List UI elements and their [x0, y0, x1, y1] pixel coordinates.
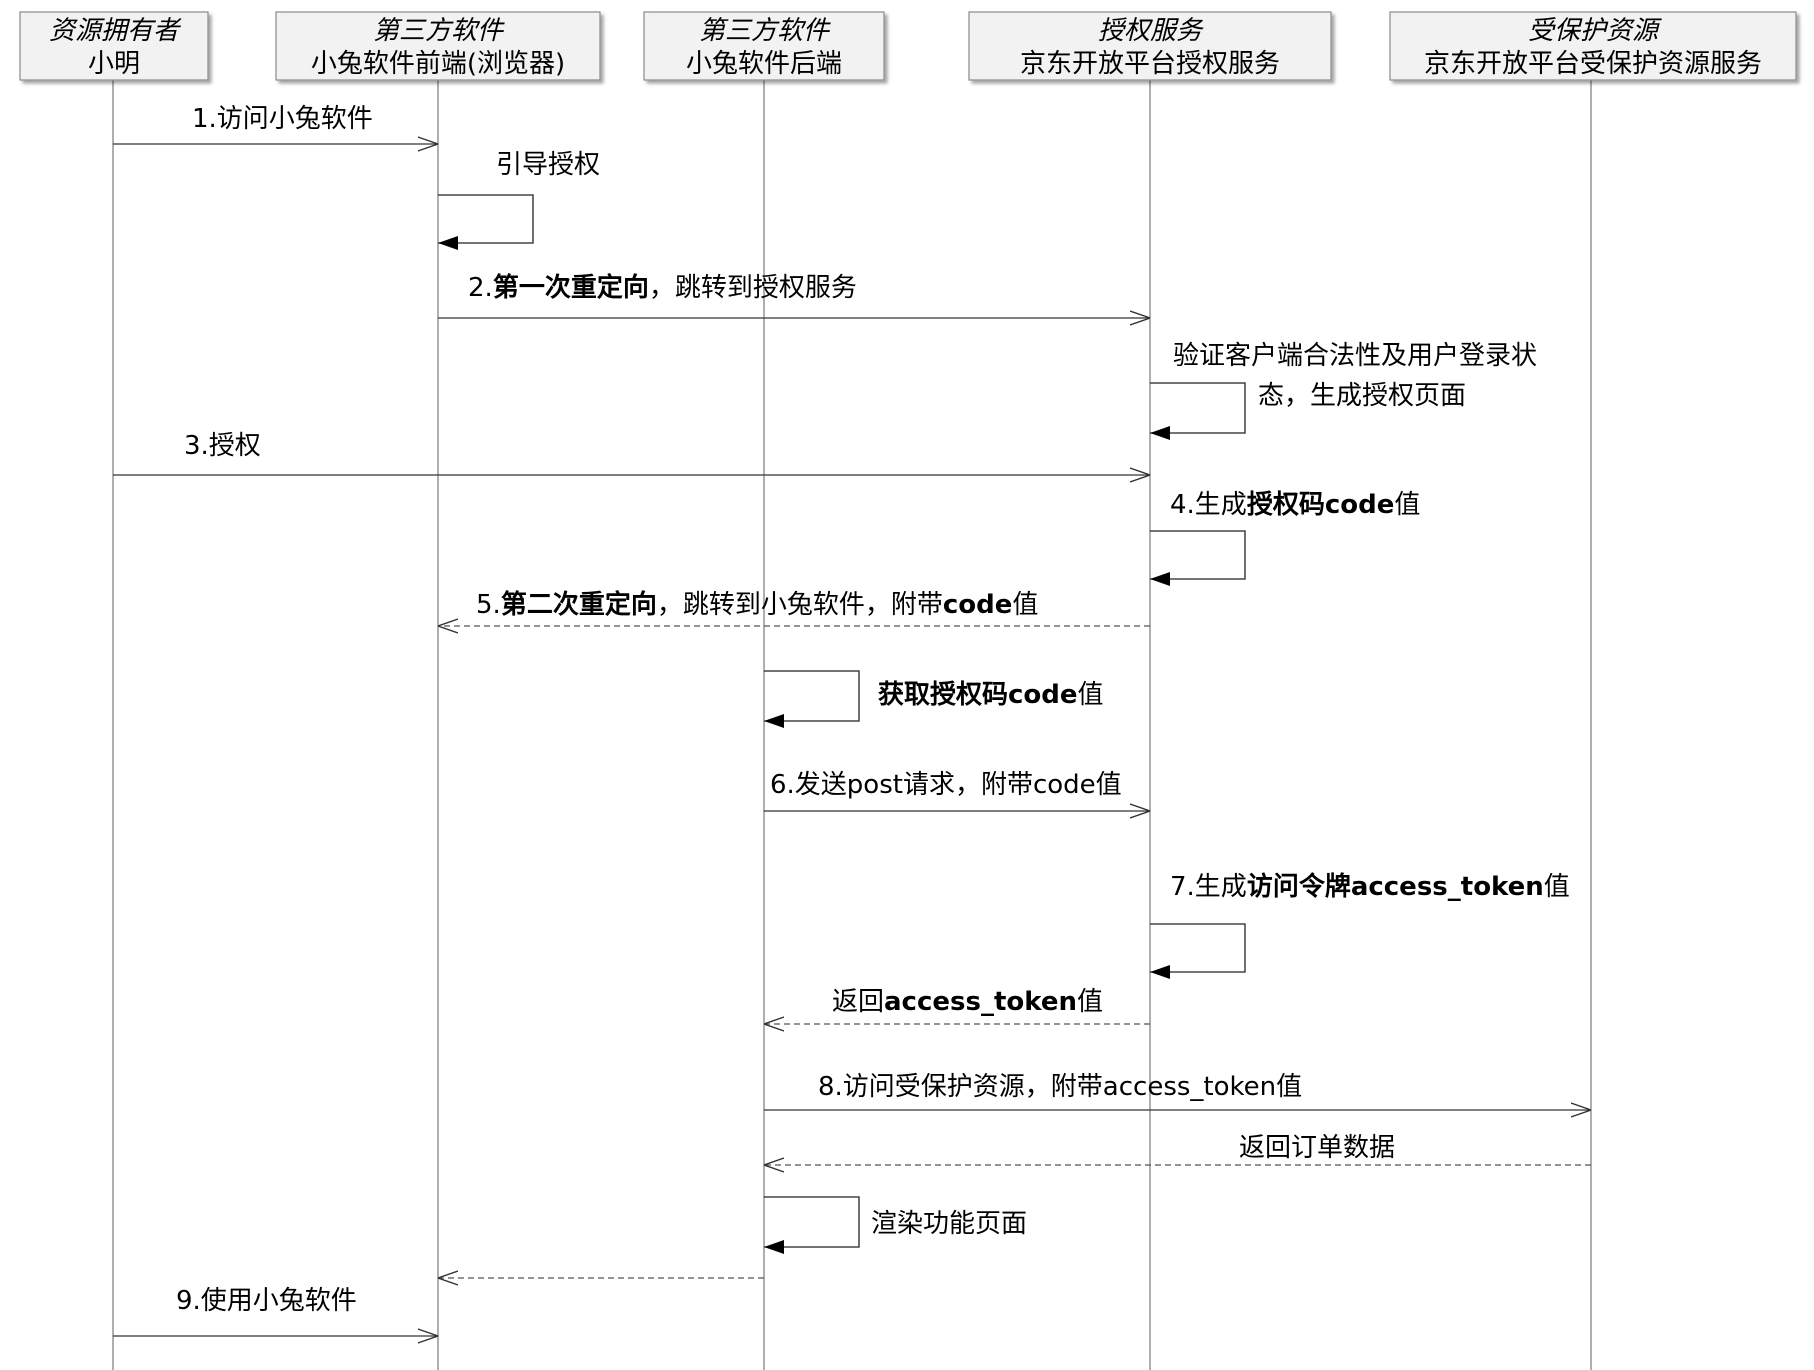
label-part: 值 [1012, 590, 1038, 620]
label-bold-part: 访问令牌access_token [1247, 871, 1544, 902]
label-part: 值 [1077, 987, 1103, 1017]
message-label: 引导授权 [496, 150, 600, 180]
message-label: 渲染功能页面 [871, 1209, 1027, 1239]
message-14: 渲染功能页面 [764, 1196, 1027, 1254]
message-8: 获取授权码code值 [764, 670, 1104, 728]
self-message-arrow [764, 1196, 860, 1254]
label-part: 返回 [832, 987, 884, 1017]
message-label: 4.生成授权码code值 [1170, 490, 1420, 520]
label-part: 3.授权 [184, 431, 261, 461]
message-label: 8.访问受保护资源，附带access_token值 [818, 1072, 1302, 1102]
participant-role: 受保护资源 [1528, 16, 1662, 46]
label-part: 8.访问受保护资源，附带access_token值 [818, 1072, 1302, 1102]
label-bold-part: 获取授权码code [878, 680, 1078, 710]
message-label: 5.第二次重定向，跳转到小兔软件，附带code值 [476, 589, 1038, 620]
participant-box [19, 11, 209, 81]
message-label: 9.使用小兔软件 [176, 1286, 357, 1316]
label-part: 4.生成 [1170, 490, 1247, 520]
message-13: 返回订单数据 [764, 1133, 1591, 1165]
label-part: 值 [1394, 490, 1420, 520]
self-message-arrow [1150, 923, 1246, 979]
message-label: 2.第一次重定向，跳转到授权服务 [468, 272, 857, 303]
message-label-line: 态，生成授权页面 [1258, 381, 1466, 411]
message-7: 5.第二次重定向，跳转到小兔软件，附带code值 [438, 589, 1150, 626]
message-6: 4.生成授权码code值 [1150, 490, 1420, 586]
label-part: 渲染功能页面 [871, 1209, 1027, 1239]
label-part: 值 [1078, 680, 1104, 710]
message-12: 8.访问受保护资源，附带access_token值 [764, 1072, 1591, 1110]
label-bold-part: 授权码code [1247, 490, 1395, 520]
label-part: ，跳转到授权服务 [649, 273, 857, 303]
label-part: ，跳转到小兔软件，附带 [657, 590, 943, 620]
participant-box [643, 11, 885, 81]
participant-name: 京东开放平台授权服务 [1020, 49, 1280, 79]
participant-role: 授权服务 [1098, 16, 1204, 46]
self-message-arrow [1150, 382, 1246, 440]
participant-name: 京东开放平台受保护资源服务 [1424, 49, 1762, 79]
message-10: 7.生成访问令牌access_token值 [1150, 871, 1570, 979]
label-part: 6.发送post请求，附带code值 [770, 770, 1122, 800]
participant-name: 小兔软件前端(浏览器) [311, 49, 565, 79]
message-16: 9.使用小兔软件 [113, 1286, 438, 1336]
message-5: 3.授权 [113, 431, 1150, 475]
label-part: 5. [476, 590, 501, 620]
message-label: 3.授权 [184, 431, 261, 461]
message-label: 返回订单数据 [1239, 1133, 1395, 1163]
label-bold-part: 第二次重定向 [501, 589, 657, 620]
label-part: 2. [468, 273, 493, 303]
message-3: 2.第一次重定向，跳转到授权服务 [438, 272, 1150, 318]
label-part: 7.生成 [1170, 872, 1247, 902]
message-label: 6.发送post请求，附带code值 [770, 770, 1122, 800]
message-label: 获取授权码code值 [878, 680, 1104, 710]
message-11: 返回access_token值 [764, 987, 1150, 1024]
message-9: 6.发送post请求，附带code值 [764, 770, 1150, 811]
participant-box [1389, 11, 1797, 81]
participant-box [275, 11, 601, 81]
participant-name: 小兔软件后端 [686, 49, 842, 79]
label-part: 9.使用小兔软件 [176, 1286, 357, 1316]
self-message-arrow [764, 670, 860, 728]
message-label: 7.生成访问令牌access_token值 [1170, 871, 1570, 902]
participant-headers: 资源拥有者小明第三方软件小兔软件前端(浏览器)第三方软件小兔软件后端授权服务京东… [19, 11, 1797, 81]
participant-role: 第三方软件 [699, 16, 831, 46]
label-bold-part: code [943, 590, 1013, 620]
label-bold-part: access_token [884, 987, 1077, 1017]
message-2: 引导授权 [438, 150, 600, 250]
message-label: 返回access_token值 [832, 987, 1103, 1017]
label-part: 值 [1544, 872, 1570, 902]
self-message-arrow [438, 194, 534, 250]
message-1: 1.访问小兔软件 [113, 104, 438, 144]
participant-name: 小明 [88, 49, 140, 79]
label-part: 引导授权 [496, 150, 600, 180]
label-bold-part: 第一次重定向 [493, 272, 649, 303]
message-label: 1.访问小兔软件 [192, 104, 373, 134]
label-part: 1.访问小兔软件 [192, 104, 373, 134]
self-message-arrow [1150, 530, 1246, 586]
participant-box [968, 11, 1332, 81]
message-label-line: 验证客户端合法性及用户登录状 [1173, 341, 1537, 371]
label-part: 返回订单数据 [1239, 1133, 1395, 1163]
participant-role: 第三方软件 [373, 16, 505, 46]
participant-role: 资源拥有者 [49, 16, 182, 46]
